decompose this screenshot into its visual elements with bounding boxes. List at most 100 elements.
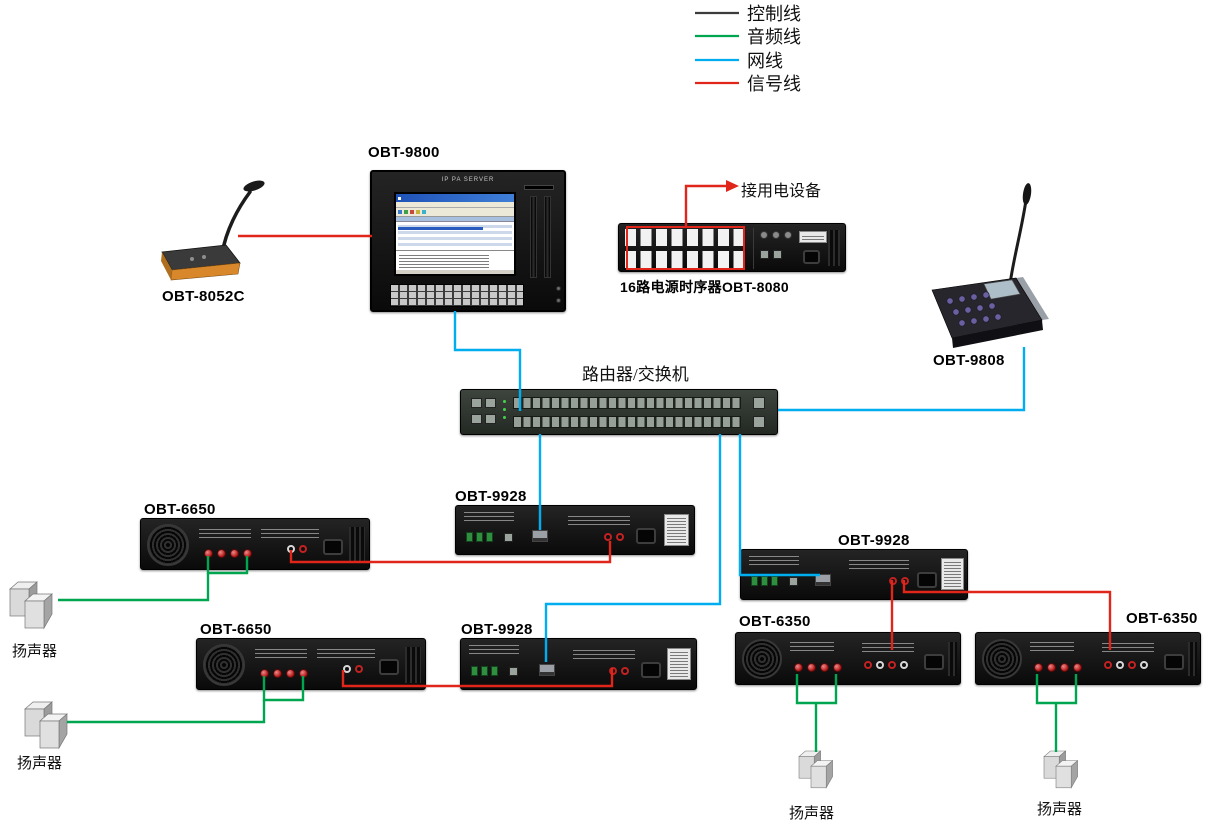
- device-obt9808: [931, 183, 1049, 348]
- line-input-jack: [900, 661, 908, 669]
- toolbar-icon: [416, 210, 420, 214]
- usb-port: [789, 577, 798, 586]
- power-inlet: [924, 654, 944, 670]
- usb-port: [504, 533, 513, 542]
- line-input-jack: [864, 661, 872, 669]
- audio-output-jack: [901, 577, 909, 585]
- label-obt6350-2: OBT-6350: [1126, 610, 1198, 627]
- label-speaker-3: 扬声器: [789, 806, 835, 822]
- speaker-binding-post: [1034, 663, 1043, 672]
- power-inlet: [641, 662, 661, 678]
- label-speaker-4: 扬声器: [1037, 802, 1083, 818]
- speaker-binding-post: [204, 549, 213, 558]
- network-port: [539, 664, 555, 676]
- knob: [556, 298, 561, 303]
- power-inlet: [379, 659, 399, 675]
- ethernet-port-row: [513, 416, 741, 428]
- fine-print: [255, 647, 307, 658]
- fine-print: [1030, 641, 1074, 651]
- fine-print: [399, 254, 489, 268]
- uplink-port: [471, 398, 482, 408]
- terminal-block: [486, 532, 493, 542]
- label-obt6650-2: OBT-6650: [200, 621, 272, 638]
- rack-slot: [544, 196, 551, 278]
- fine-print: [573, 649, 635, 659]
- fine-print: [749, 556, 799, 565]
- power-inlet: [917, 572, 937, 588]
- status-led: [503, 400, 506, 403]
- cable-audio-obt6650-1-to-speaker-1: [58, 573, 210, 602]
- speaker-box: [1055, 759, 1079, 789]
- power-switch: [803, 250, 820, 264]
- signal-line-swatch-icon: [695, 82, 739, 85]
- power-outlet-row: [625, 229, 749, 246]
- speaker-binding-post: [1073, 663, 1082, 672]
- console-front: [952, 320, 1043, 348]
- fan-grille-icon: [203, 644, 245, 686]
- device-obt6650-2: [196, 638, 426, 690]
- vent: [1188, 642, 1197, 676]
- speaker-binding-post: [230, 549, 239, 558]
- label-obt8080: 16路电源时序器OBT-8080: [620, 279, 789, 295]
- power-outlet-row: [625, 251, 749, 268]
- fine-print: [802, 234, 824, 240]
- line-input-jack: [888, 661, 896, 669]
- speaker-binding-post: [807, 663, 816, 672]
- audio-line-swatch-icon: [695, 35, 739, 38]
- device-obt9928-3: [460, 638, 697, 690]
- line-input-jack: [876, 661, 884, 669]
- fine-print: [199, 527, 251, 538]
- ethernet-port: [753, 397, 765, 409]
- speaker-binding-post: [833, 663, 842, 672]
- device-obt6650-1: [140, 518, 370, 570]
- power-inlet: [636, 528, 656, 544]
- server-keyboard: [390, 284, 524, 307]
- speaker-pair-4: [1043, 750, 1079, 789]
- label-obt9928-3: OBT-9928: [461, 621, 533, 638]
- microphone-capsule-icon: [243, 180, 265, 192]
- toolbar-icon: [404, 210, 408, 214]
- status-led: [503, 416, 506, 419]
- power-inlet: [1164, 654, 1184, 670]
- audio-output-jack: [609, 667, 617, 675]
- gooseneck: [1008, 198, 1028, 286]
- list-header: [396, 217, 514, 222]
- audio-output-jack: [889, 577, 897, 585]
- legend-item-audio: 音频线: [694, 25, 801, 49]
- network-line-swatch-icon: [695, 58, 739, 61]
- toolbar-icon: [398, 210, 402, 214]
- console-edge: [1016, 277, 1049, 320]
- server-model-text: IP PA SERVER: [441, 177, 495, 183]
- legend-label-signal: 信号线: [747, 74, 801, 95]
- label-panel: [664, 514, 689, 546]
- terminal-block: [471, 666, 478, 676]
- terminal-block: [771, 576, 778, 586]
- vent: [349, 527, 365, 563]
- fine-print: [464, 512, 514, 521]
- legend-item-control: 控制线: [694, 1, 801, 25]
- legend-label-control: 控制线: [747, 3, 801, 24]
- fine-print: [944, 561, 961, 587]
- knob: [556, 286, 561, 291]
- screen-titlebar: [396, 194, 514, 202]
- device-obt9928-1: [455, 505, 695, 555]
- label-obt9808: OBT-9808: [933, 352, 1005, 369]
- device-obt6350-2: [975, 632, 1201, 685]
- speaker-binding-post: [1060, 663, 1069, 672]
- screen-menubar: [396, 202, 514, 208]
- device-obt8080: [618, 223, 846, 272]
- microphone-capsule-icon: [1022, 183, 1032, 205]
- server-screen: [394, 192, 516, 276]
- device-obt6350-1: [735, 632, 961, 685]
- fine-print: [862, 643, 914, 652]
- terminal-block: [481, 666, 488, 676]
- cable-signal-power-annotation: [684, 184, 726, 227]
- line-input-jack: [287, 545, 295, 553]
- ethernet-port-row: [513, 397, 741, 409]
- label-speaker-2: 扬声器: [17, 756, 63, 772]
- fine-print: [1102, 643, 1154, 652]
- line-input-jack: [343, 665, 351, 673]
- speaker-box: [39, 713, 68, 750]
- speaker-pair-1: [9, 581, 53, 630]
